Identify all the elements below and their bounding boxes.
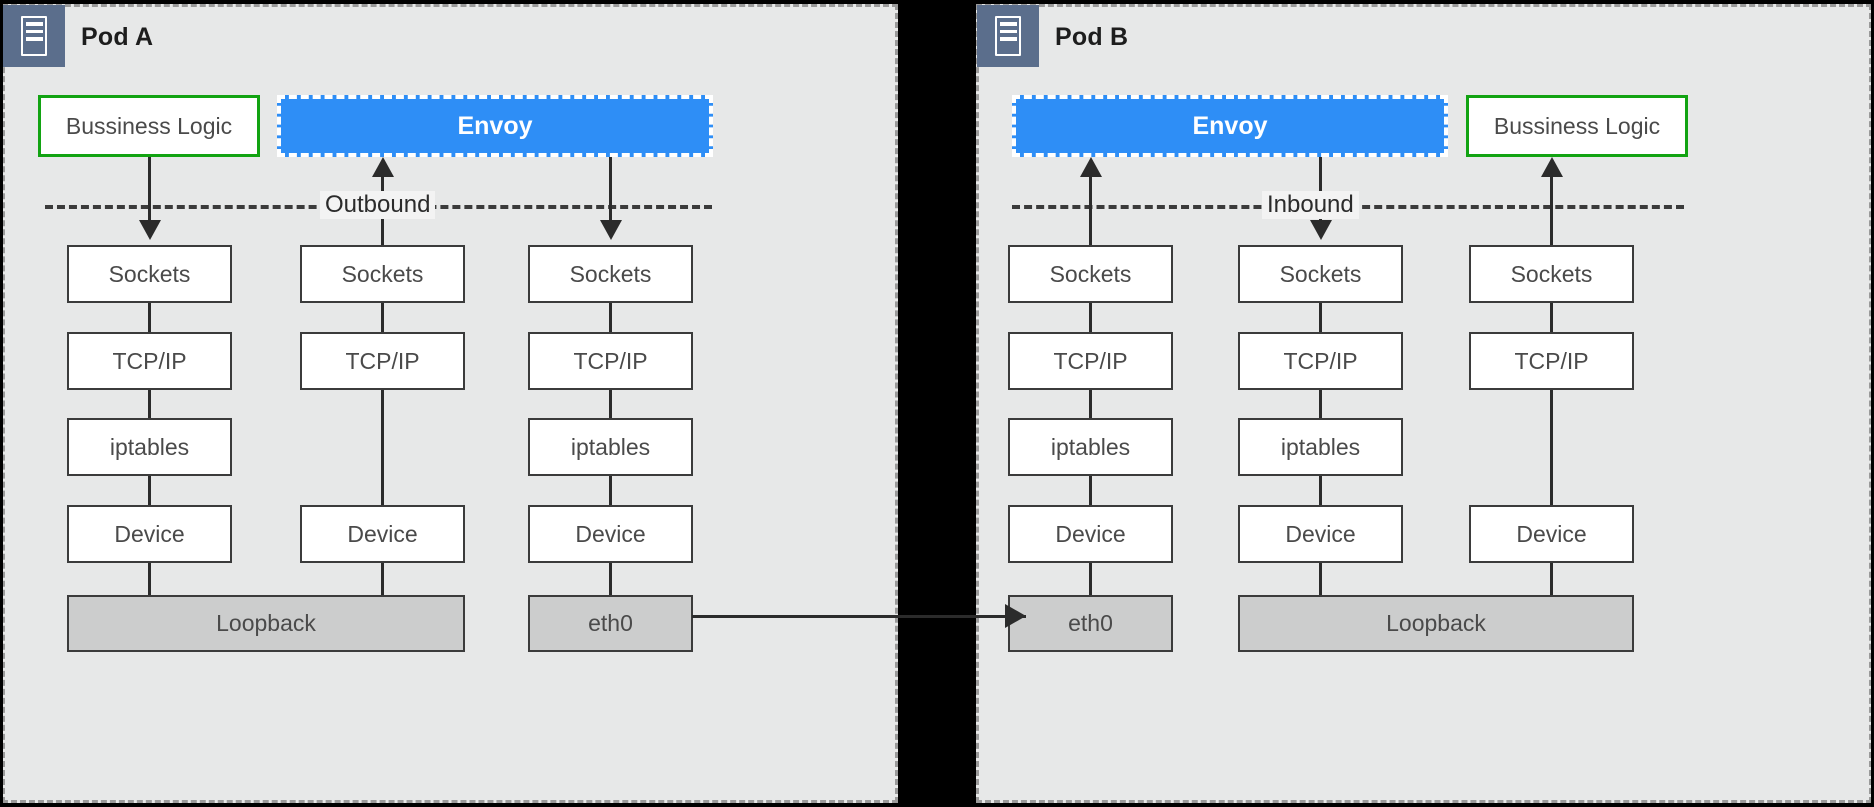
pod-a-c1-l3 bbox=[148, 476, 151, 505]
pod-a-c1-l1 bbox=[148, 303, 151, 333]
pod-b-c1-l3 bbox=[1089, 476, 1092, 505]
pod-a-c3-l3 bbox=[609, 476, 612, 505]
pod-a-c2-tcpip[interactable]: TCP/IP bbox=[300, 332, 465, 390]
pod-a-c3-device[interactable]: Device bbox=[528, 505, 693, 563]
pod-a-c3-l4 bbox=[609, 563, 612, 596]
image-frame-right bbox=[1871, 0, 1874, 807]
pod-a-c2-l2 bbox=[381, 390, 384, 505]
pod-b-c1-arrow-up bbox=[1080, 157, 1102, 177]
server-icon bbox=[977, 5, 1039, 67]
pod-b-container: Pod B Envoy Bussiness Logic Inbound Sock… bbox=[976, 4, 1872, 803]
cross-pod-link-arrowhead bbox=[1005, 604, 1026, 628]
pod-b-c1-l2 bbox=[1089, 390, 1092, 418]
pod-a-c3-tcpip[interactable]: TCP/IP bbox=[528, 332, 693, 390]
pod-b-c1-device[interactable]: Device bbox=[1008, 505, 1173, 563]
pod-a-c2-arrow-up bbox=[372, 157, 394, 177]
pod-b-c1-sockets-to-envoy bbox=[1089, 177, 1092, 245]
pod-b-loopback[interactable]: Loopback bbox=[1238, 595, 1634, 652]
pod-b-c2-l1 bbox=[1319, 303, 1322, 333]
pod-b-c3-sockets-to-bl bbox=[1550, 177, 1553, 245]
pod-a-c2-l3 bbox=[381, 563, 384, 596]
pod-a-c3-arrow-down bbox=[600, 220, 622, 240]
pod-b-envoy[interactable]: Envoy bbox=[1012, 95, 1448, 157]
pod-b-c2-device[interactable]: Device bbox=[1238, 505, 1403, 563]
pod-b-c3-device[interactable]: Device bbox=[1469, 505, 1634, 563]
pod-a-c1-tcpip[interactable]: TCP/IP bbox=[67, 332, 232, 390]
pod-a-c2-l1 bbox=[381, 303, 384, 333]
server-icon-glyph bbox=[21, 16, 47, 56]
pod-b-boundary-label: Inbound bbox=[1262, 191, 1359, 219]
pod-a-c1-arrow-down bbox=[139, 220, 161, 240]
pod-a-c1-sockets[interactable]: Sockets bbox=[67, 245, 232, 303]
pod-a-business-logic[interactable]: Bussiness Logic bbox=[38, 95, 260, 157]
pod-a-c3-l2 bbox=[609, 390, 612, 418]
pod-a-c1-l2 bbox=[148, 390, 151, 418]
pod-b-c3-tcpip[interactable]: TCP/IP bbox=[1469, 332, 1634, 390]
pod-b-title: Pod B bbox=[1055, 23, 1129, 51]
pod-a-envoy[interactable]: Envoy bbox=[277, 95, 713, 157]
pod-b-c2-iptables[interactable]: iptables bbox=[1238, 418, 1403, 476]
pod-b-c2-arrow-down bbox=[1310, 220, 1332, 240]
pod-a-title: Pod A bbox=[81, 23, 154, 51]
pod-a-c1-iptables[interactable]: iptables bbox=[67, 418, 232, 476]
pod-a-c2-device[interactable]: Device bbox=[300, 505, 465, 563]
pod-b-c3-l3 bbox=[1550, 563, 1553, 596]
pod-b-c3-sockets[interactable]: Sockets bbox=[1469, 245, 1634, 303]
pod-b-c3-arrow-up bbox=[1541, 157, 1563, 177]
pod-a-boundary-label: Outbound bbox=[320, 191, 436, 219]
pod-a-c1-l4 bbox=[148, 563, 151, 596]
pod-a-c1-bl-to-sockets bbox=[148, 157, 151, 225]
pod-a-c3-envoy-to-sockets bbox=[609, 157, 612, 225]
pod-a-loopback[interactable]: Loopback bbox=[67, 595, 465, 652]
pod-b-c1-l1 bbox=[1089, 303, 1092, 333]
pod-a-c1-device[interactable]: Device bbox=[67, 505, 232, 563]
pod-b-business-logic[interactable]: Bussiness Logic bbox=[1466, 95, 1688, 157]
pod-a-c2-sockets[interactable]: Sockets bbox=[300, 245, 465, 303]
server-icon bbox=[3, 5, 65, 67]
image-frame-top bbox=[0, 0, 1874, 3]
pod-a-eth0[interactable]: eth0 bbox=[528, 595, 693, 652]
pod-b-c2-sockets[interactable]: Sockets bbox=[1238, 245, 1403, 303]
cross-pod-link-line bbox=[692, 615, 1026, 618]
pod-b-c2-l3 bbox=[1319, 476, 1322, 505]
pod-b-c1-l4 bbox=[1089, 563, 1092, 596]
image-frame-left bbox=[0, 0, 3, 807]
pod-b-eth0[interactable]: eth0 bbox=[1008, 595, 1173, 652]
pod-b-c3-l2 bbox=[1550, 390, 1553, 505]
server-icon-glyph bbox=[995, 16, 1021, 56]
pod-b-c1-tcpip[interactable]: TCP/IP bbox=[1008, 332, 1173, 390]
pod-b-c1-iptables[interactable]: iptables bbox=[1008, 418, 1173, 476]
pod-b-c2-tcpip[interactable]: TCP/IP bbox=[1238, 332, 1403, 390]
pod-a-c3-l1 bbox=[609, 303, 612, 333]
pod-a-c3-iptables[interactable]: iptables bbox=[528, 418, 693, 476]
pod-b-c2-l2 bbox=[1319, 390, 1322, 418]
pod-b-c1-sockets[interactable]: Sockets bbox=[1008, 245, 1173, 303]
pod-b-c3-l1 bbox=[1550, 303, 1553, 333]
image-frame-bottom bbox=[0, 803, 1874, 807]
pod-a-c3-sockets[interactable]: Sockets bbox=[528, 245, 693, 303]
pod-a-container: Pod A Bussiness Logic Envoy Outbound Soc… bbox=[2, 4, 898, 803]
pod-b-c2-l4 bbox=[1319, 563, 1322, 596]
